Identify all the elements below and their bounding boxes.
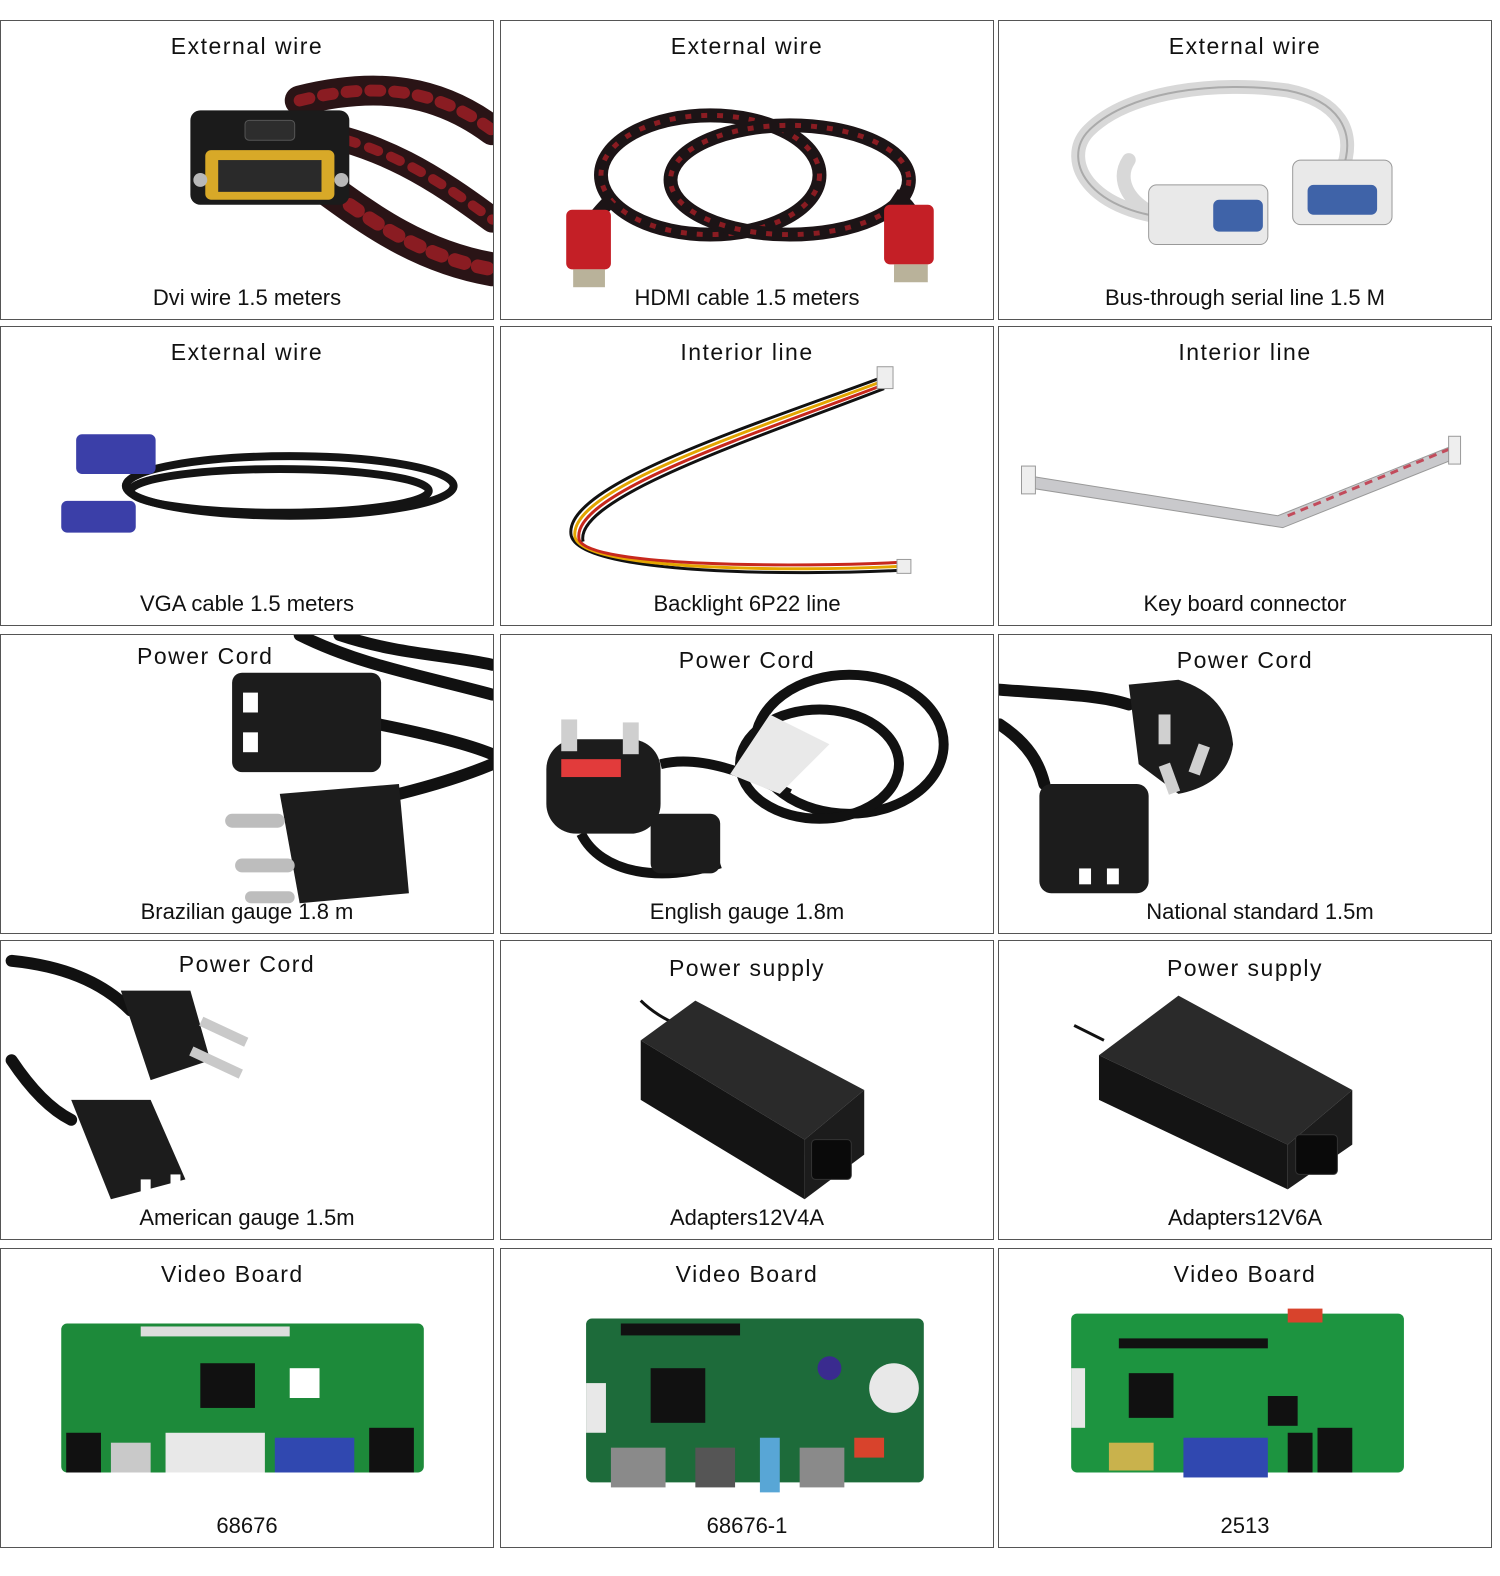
category-label: Power Cord xyxy=(178,951,316,977)
product-cell-brazil: Power Cord Brazilian gauge 1.8 m xyxy=(0,634,494,934)
product-label: National standard 1.5m xyxy=(1146,899,1374,924)
category-label: Video Board xyxy=(675,1261,819,1287)
product-cell-adapter-4a: Power supply Adapters12V4A xyxy=(500,940,994,1240)
product-cell-uk: Power Cord English gauge 1.8m xyxy=(500,634,994,934)
product-label: Key board connector xyxy=(1143,591,1347,616)
vga-cable-icon xyxy=(61,434,458,533)
power-adapter-icon xyxy=(1073,995,1353,1190)
product-label: Adapters12V6A xyxy=(1167,1205,1323,1230)
product-label: Adapters12V4A xyxy=(669,1205,825,1230)
category-label: External wire xyxy=(1168,33,1322,59)
brazil-plug-icon xyxy=(225,635,493,904)
cn-plug-icon xyxy=(999,679,1234,894)
product-label: HDMI cable 1.5 meters xyxy=(634,285,860,310)
product-label: 2513 xyxy=(1220,1513,1270,1538)
category-label: External wire xyxy=(170,33,324,59)
product-cell-board-68676: Video Board 68676 xyxy=(0,1248,494,1548)
product-cell-us: Power Cord American gauge 1.5m xyxy=(0,940,494,1240)
category-label: Power Cord xyxy=(137,643,274,669)
category-label: Interior line xyxy=(1178,339,1312,365)
video-board-icon xyxy=(61,1323,424,1473)
category-label: Video Board xyxy=(1173,1261,1317,1287)
category-label: Power supply xyxy=(1166,955,1324,981)
us-plug-icon xyxy=(5,954,249,1200)
product-cell-board-68676-1: Video Board 68676-1 xyxy=(500,1248,994,1548)
category-label: External wire xyxy=(670,33,824,59)
video-board-icon xyxy=(586,1318,924,1493)
product-cell-serial: External wire Bus-through serial line 1.… xyxy=(998,20,1492,320)
product-cell-cn: Power Cord National standard 1.5m xyxy=(998,634,1492,934)
power-adapter-icon xyxy=(639,999,865,1200)
product-label: Brazilian gauge 1.8 m xyxy=(140,899,354,924)
product-label: Bus-through serial line 1.5 M xyxy=(1104,285,1386,310)
product-label: American gauge 1.5m xyxy=(139,1205,355,1230)
dvi-cable-icon xyxy=(190,75,493,287)
product-cell-keyboard: Interior line Key board connector xyxy=(998,326,1492,626)
product-label: 68676-1 xyxy=(706,1513,788,1538)
category-label: Power Cord xyxy=(1176,647,1314,673)
uk-plug-icon xyxy=(546,669,949,879)
category-label: External wire xyxy=(170,339,324,365)
category-label: Power Cord xyxy=(678,647,816,673)
video-board-icon xyxy=(1071,1308,1404,1478)
product-label: English gauge 1.8m xyxy=(649,899,845,924)
category-label: Power supply xyxy=(668,955,826,981)
product-label: VGA cable 1.5 meters xyxy=(140,591,354,616)
backlight-line-icon xyxy=(569,366,912,575)
product-cell-board-2513: Video Board 2513 xyxy=(998,1248,1492,1548)
product-cell-backlight: Interior line Backlight 6P22 line xyxy=(500,326,994,626)
serial-cable-icon xyxy=(1071,80,1393,245)
product-label: 68676 xyxy=(216,1513,278,1538)
product-label: Backlight 6P22 line xyxy=(653,591,841,616)
product-cell-vga: External wire VGA cable 1.5 meters xyxy=(0,326,494,626)
product-cell-hdmi: External wire HDMI cable 1.5 meters xyxy=(500,20,994,320)
ribbon-cable-icon xyxy=(1021,435,1462,529)
product-cell-dvi: External wire Dvi wire 1.5 meters xyxy=(0,20,494,320)
category-label: Interior line xyxy=(680,339,814,365)
product-cell-adapter-6a: Power supply Adapters12V6A xyxy=(998,940,1492,1240)
product-label: Dvi wire 1.5 meters xyxy=(152,285,342,310)
category-label: Video Board xyxy=(161,1261,304,1287)
hdmi-cable-icon xyxy=(566,108,934,288)
